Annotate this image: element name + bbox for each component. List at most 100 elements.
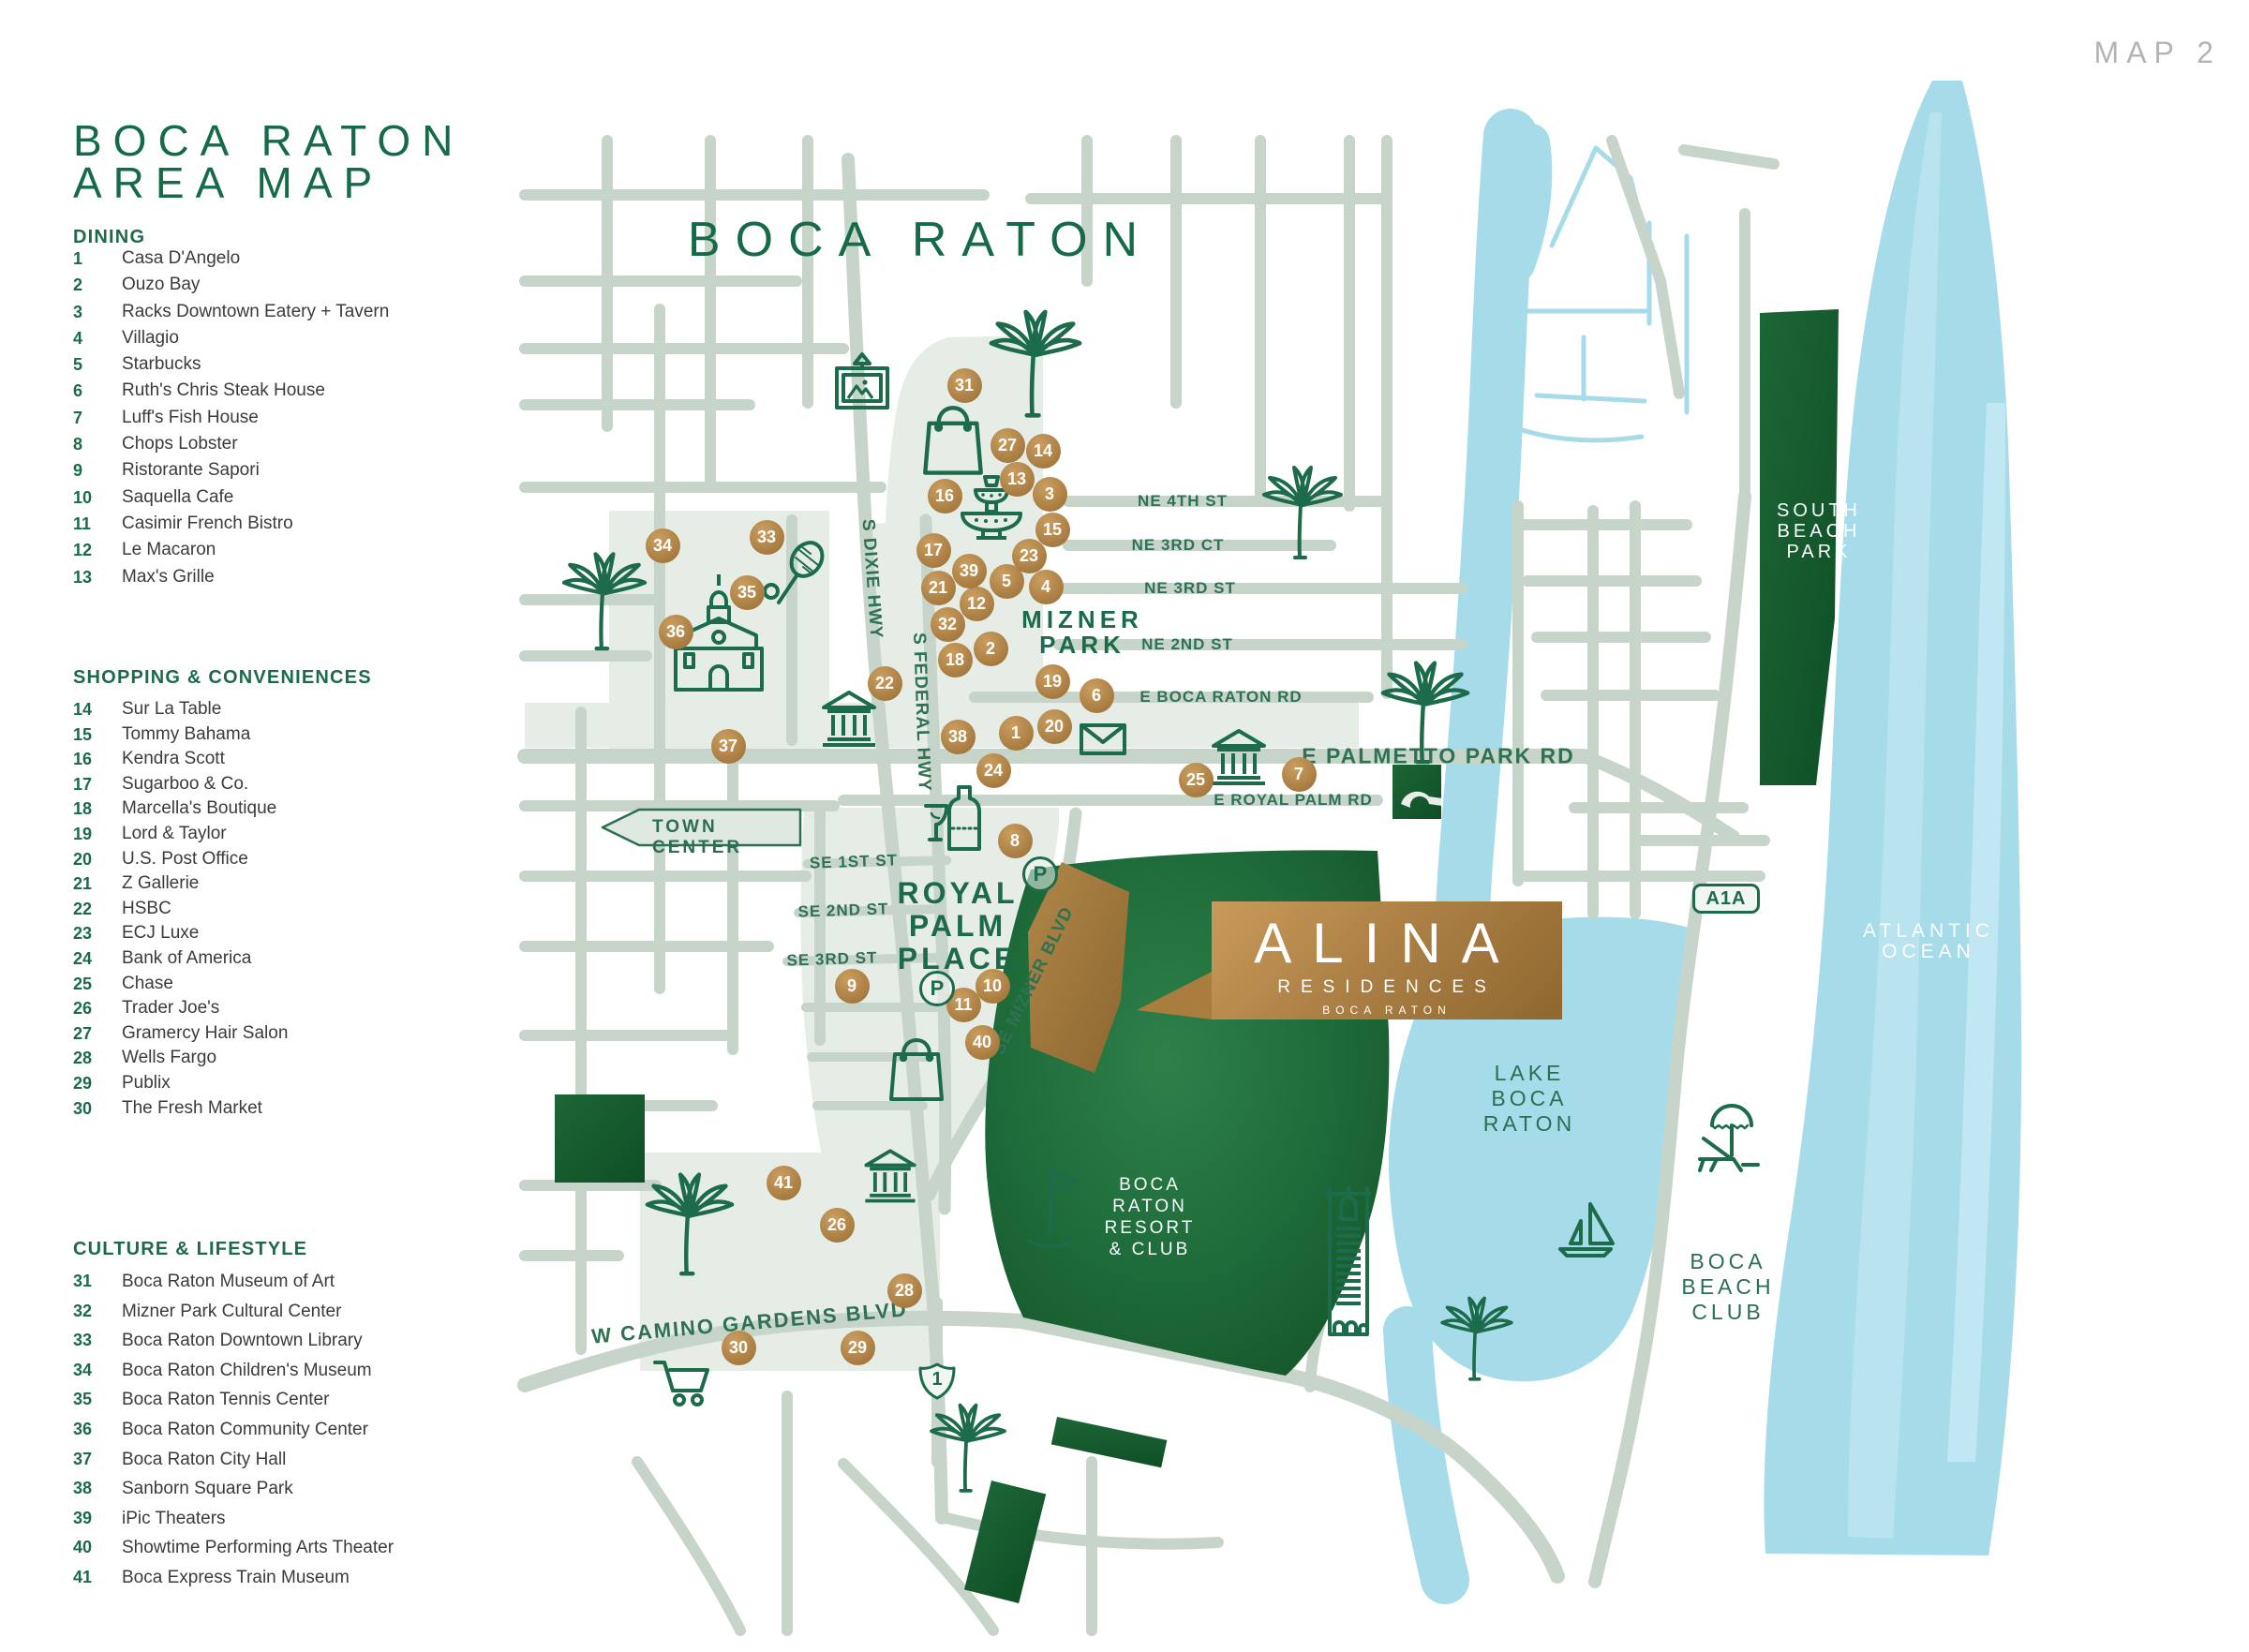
legend-item-label: Casa D'Angelo bbox=[122, 248, 241, 268]
map-marker-29: 29 bbox=[840, 1330, 875, 1365]
map-number-label: MAP 2 bbox=[2093, 36, 2221, 69]
map-marker-41: 41 bbox=[766, 1165, 801, 1200]
legend-item-label: Saquella Cafe bbox=[122, 486, 234, 507]
a1a-route-shield: A1A bbox=[1692, 884, 1760, 914]
map-marker-27: 27 bbox=[990, 427, 1025, 463]
parking-marker: P bbox=[1022, 856, 1058, 892]
legend-item-label: Gramercy Hair Salon bbox=[122, 1022, 289, 1043]
legend-item-10: 10 Saquella Cafe bbox=[73, 484, 514, 511]
map-marker-3: 3 bbox=[1032, 476, 1067, 512]
map-marker-35: 35 bbox=[729, 574, 765, 610]
legend-item-number: 38 bbox=[73, 1479, 93, 1498]
legend-item-label: Casimir French Bistro bbox=[122, 513, 293, 533]
legend-item-number: 5 bbox=[73, 355, 83, 375]
legend-item-number: 8 bbox=[73, 435, 83, 454]
legend-item-number: 14 bbox=[73, 700, 93, 719]
legend-item-17: 17 Sugarboo & Co. bbox=[73, 772, 514, 797]
alina-boca-raton-label: BOCA RATON bbox=[1322, 1004, 1452, 1017]
legend-item-label: Starbucks bbox=[122, 354, 201, 375]
alina-callout-pointer bbox=[1137, 972, 1212, 1019]
street-label: NE 3RD CT bbox=[1131, 536, 1225, 554]
street-label: E BOCA RATON RD bbox=[1139, 688, 1303, 706]
legend-item-number: 23 bbox=[73, 924, 93, 944]
map-marker-23: 23 bbox=[1011, 538, 1047, 573]
map-marker-24: 24 bbox=[976, 752, 1011, 788]
legend-item-number: 3 bbox=[73, 302, 83, 321]
map-marker-12: 12 bbox=[959, 586, 994, 621]
map-marker-1: 1 bbox=[998, 715, 1034, 751]
legend-item-number: 41 bbox=[73, 1567, 93, 1586]
street-label: SE 1ST ST bbox=[809, 851, 899, 872]
legend-item-label: Sugarboo & Co. bbox=[122, 773, 249, 794]
legend-item-number: 30 bbox=[73, 1098, 93, 1118]
legend-item-label: Marcella's Boutique bbox=[122, 798, 277, 819]
map-marker-20: 20 bbox=[1036, 708, 1072, 744]
legend-item-number: 2 bbox=[73, 275, 83, 295]
legend-item-label: Bank of America bbox=[122, 947, 252, 968]
intracoastal-waterway bbox=[1383, 109, 1553, 1604]
map-marker-19: 19 bbox=[1035, 663, 1070, 699]
legend-item-number: 34 bbox=[73, 1360, 93, 1379]
west-park-square bbox=[555, 1094, 645, 1183]
alina-site-parcel bbox=[1028, 862, 1129, 1073]
us1-route-shield: 1 bbox=[917, 1362, 957, 1401]
legend-heading-dining: DINING bbox=[73, 227, 146, 247]
legend-item-27: 27 Gramercy Hair Salon bbox=[73, 1021, 514, 1047]
map-marker-9: 9 bbox=[834, 968, 870, 1004]
map-marker-36: 36 bbox=[658, 614, 693, 649]
alina-residences-logo: ALINA RESIDENCES BOCA RATON bbox=[1212, 901, 1562, 1019]
map-marker-32: 32 bbox=[930, 606, 965, 642]
legend-item-number: 9 bbox=[73, 461, 83, 481]
legend-item-number: 15 bbox=[73, 724, 93, 744]
legend-item-number: 27 bbox=[73, 1023, 93, 1043]
map-marker-2: 2 bbox=[973, 631, 1008, 666]
legend-item-5: 5 Starbucks bbox=[73, 351, 514, 378]
legend-item-number: 13 bbox=[73, 567, 93, 587]
street-label: SE 2ND ST bbox=[797, 900, 889, 921]
legend-item-number: 12 bbox=[73, 541, 93, 560]
legend-item-label: Chops Lobster bbox=[122, 434, 238, 454]
legend-item-label: The Fresh Market bbox=[122, 1097, 262, 1118]
town-center-sign: TOWN CENTER bbox=[598, 807, 804, 857]
lake-boca-raton-water bbox=[1388, 916, 1689, 1382]
legend-item-label: Ruth's Chris Steak House bbox=[122, 380, 325, 401]
legend-item-label: Kendra Scott bbox=[122, 749, 225, 769]
map-marker-22: 22 bbox=[867, 665, 902, 701]
legend-item-number: 25 bbox=[73, 974, 93, 993]
map-marker-37: 37 bbox=[710, 728, 746, 764]
us1-route-number: 1 bbox=[931, 1369, 943, 1390]
legend-item-12: 12 Le Macaron bbox=[73, 537, 514, 563]
legend-item-number: 10 bbox=[73, 487, 93, 507]
legend-item-label: U.S. Post Office bbox=[122, 848, 248, 869]
legend-item-label: Publix bbox=[122, 1072, 171, 1093]
legend-item-number: 17 bbox=[73, 774, 93, 794]
map-marker-13: 13 bbox=[999, 461, 1035, 497]
street-label: NE 4TH ST bbox=[1138, 492, 1228, 510]
legend-item-label: Le Macaron bbox=[122, 540, 216, 560]
